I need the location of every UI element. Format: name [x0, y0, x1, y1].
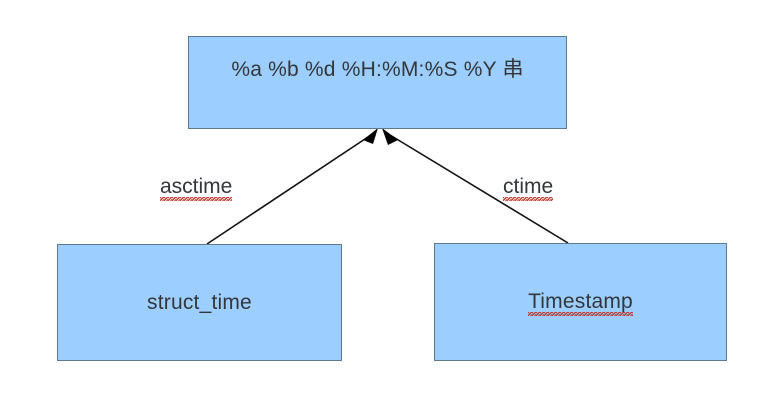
- edge-ctime-arrowhead-icon: [382, 128, 398, 145]
- node-timestamp-label: Timestamp: [528, 290, 633, 316]
- node-struct-time[interactable]: struct_time: [57, 244, 342, 361]
- edge-label-asctime: asctime: [160, 175, 233, 201]
- edge-asctime-line: [206, 134, 372, 245]
- node-struct-time-label: struct_time: [147, 291, 252, 314]
- edge-ctime: [382, 128, 569, 244]
- edge-label-asctime-text: asctime: [160, 175, 233, 201]
- node-format-string-label: %a %b %d %H:%M:%S %Y 串: [231, 58, 524, 81]
- edge-ctime-line: [389, 134, 569, 244]
- edge-label-ctime-text: ctime: [503, 175, 554, 201]
- edge-asctime: [206, 128, 378, 245]
- node-format-string[interactable]: %a %b %d %H:%M:%S %Y 串: [188, 36, 567, 129]
- edge-asctime-arrowhead-icon: [363, 128, 378, 144]
- edge-label-ctime: ctime: [503, 175, 554, 201]
- node-timestamp[interactable]: Timestamp: [434, 243, 727, 361]
